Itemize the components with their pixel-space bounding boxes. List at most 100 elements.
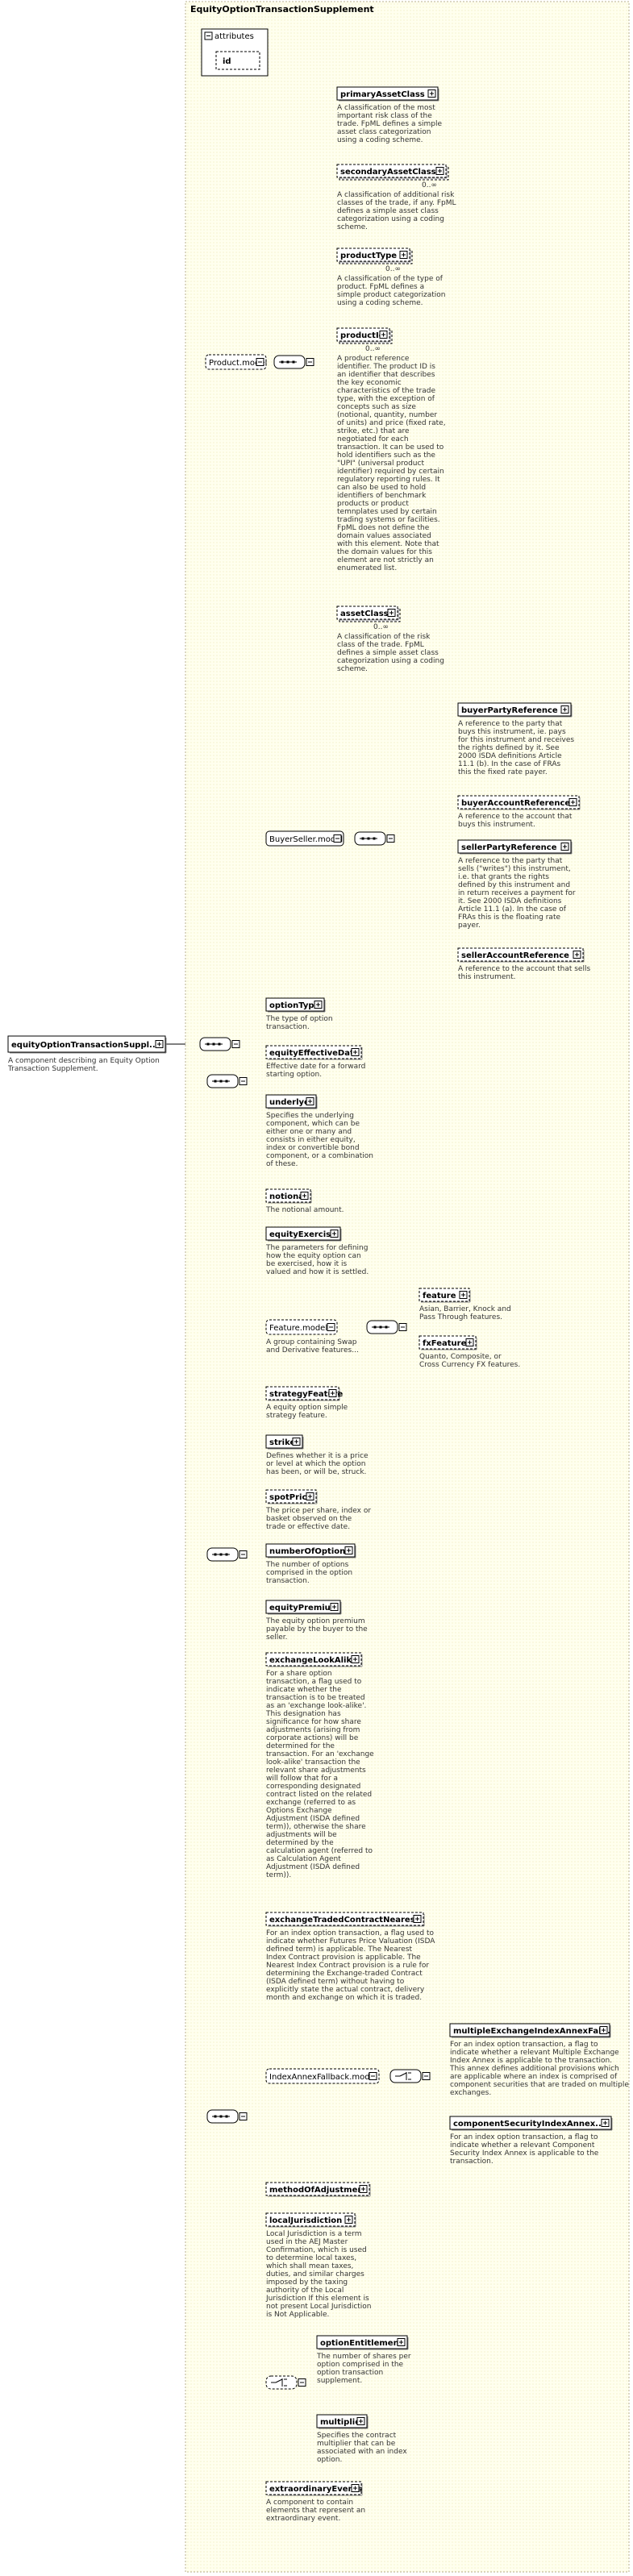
element-name: exchangeLookAlike: [269, 1656, 357, 1665]
element-box[interactable]: [265, 1600, 341, 1614]
element-name: multipleExchangeIndexAnnexFal...: [453, 2027, 610, 2036]
element-box[interactable]: [265, 2212, 356, 2227]
element-box[interactable]: [265, 2481, 362, 2495]
documentation-text: identifiers of benchmark: [337, 492, 427, 500]
element-box[interactable]: [265, 1226, 341, 1241]
element-name: notional: [269, 1192, 306, 1201]
element-box[interactable]: [457, 947, 584, 962]
documentation-text: Cross Currency FX features.: [419, 1361, 520, 1369]
documentation-text: Defines whether it is a price: [266, 1452, 369, 1460]
element-box[interactable]: [336, 327, 390, 342]
documentation-text: A reference to the account that: [458, 813, 573, 821]
documentation-text: Local Jurisdiction is a term: [266, 2230, 362, 2238]
group-box[interactable]: [205, 354, 267, 370]
documentation-text: product. FpML defines a: [337, 283, 424, 291]
documentation-text: transaction. It can be used to: [337, 443, 444, 452]
documentation-text: Specifies the underlying: [266, 1112, 354, 1120]
choice-compositor[interactable]: [389, 2069, 422, 2083]
documentation-text: indicate whether the: [266, 1686, 342, 1694]
group-box[interactable]: [265, 2068, 380, 2084]
attribute-name: id: [223, 57, 231, 66]
element-box[interactable]: [449, 2116, 612, 2130]
element-name: optionEntitlement: [320, 2339, 403, 2348]
documentation-text: determined for the: [266, 1742, 335, 1750]
group-name: Feature.model: [269, 1324, 327, 1333]
attribute-box[interactable]: [215, 51, 260, 70]
documentation-text: the key economic: [337, 379, 402, 387]
element-box[interactable]: [316, 2414, 368, 2428]
documentation-text: A classification of additional risk: [337, 191, 455, 199]
documentation-text: associated with an index: [317, 2448, 407, 2456]
documentation-text: enumerated list.: [337, 564, 397, 572]
element-box[interactable]: [419, 1335, 477, 1350]
element-box[interactable]: [457, 839, 572, 854]
element-box[interactable]: [265, 1543, 356, 1558]
element-name: equityPremium: [269, 1604, 339, 1613]
element-box[interactable]: [265, 1094, 317, 1109]
documentation-text: relevant share adjustments: [266, 1767, 366, 1775]
documentation-text: used in the AEJ Master: [266, 2238, 348, 2246]
element-name: sellerPartyReference: [461, 843, 557, 852]
documentation-text: buys this instrument, ie. pays: [458, 728, 566, 736]
element-box[interactable]: [419, 1288, 470, 1302]
element-box[interactable]: [265, 2182, 370, 2196]
documentation-text: concepts such as size: [337, 403, 416, 411]
documentation-text: The equity option premium: [265, 1617, 365, 1625]
element-box[interactable]: [336, 606, 398, 620]
documentation-text: with this element. Note that: [337, 540, 439, 548]
documentation-text: of these.: [266, 1160, 298, 1168]
element-box[interactable]: [265, 1045, 362, 1059]
documentation-text: asset class categorization: [337, 128, 431, 136]
documentation-text: significance for how share: [266, 1718, 361, 1726]
documentation-text: to determine local taxes,: [266, 2254, 356, 2262]
documentation-text: important risk class of the: [337, 112, 432, 120]
documentation-text: starting option.: [266, 1071, 322, 1079]
documentation-text: this the fixed rate payer.: [458, 768, 548, 776]
element-box[interactable]: [265, 1912, 424, 1926]
documentation-text: has been, or will be, struck.: [266, 1468, 366, 1476]
element-box[interactable]: [316, 2335, 408, 2349]
element-box[interactable]: [265, 1188, 311, 1203]
element-box[interactable]: [265, 1386, 339, 1400]
element-box[interactable]: [457, 795, 580, 809]
documentation-text: using a coding scheme.: [337, 136, 423, 144]
documentation-text: transaction, a flag used to: [266, 1678, 362, 1686]
documentation-text: A component to contain: [266, 2499, 353, 2507]
element-box[interactable]: [336, 86, 439, 101]
element-name: buyerAccountReference: [461, 799, 570, 808]
documentation-text: Pass Through features.: [419, 1313, 502, 1321]
element-name: methodOfAdjustment: [269, 2186, 367, 2195]
documentation-text: Article 11.1 (a). In the case of: [458, 905, 567, 913]
element-box[interactable]: [336, 164, 447, 178]
element-box[interactable]: [265, 997, 325, 1012]
documentation-text: multiplier that can be: [317, 2440, 396, 2448]
sequence-dot: [225, 1080, 228, 1083]
documentation-text: defined by this instrument and: [458, 881, 570, 889]
documentation-text: The type of option: [265, 1015, 333, 1023]
documentation-text: as an 'exchange look-alike'.: [266, 1702, 366, 1710]
documentation-text: negotiated for each: [337, 435, 409, 443]
element-box[interactable]: [7, 1035, 166, 1053]
sequence-dot: [361, 837, 364, 840]
group-box[interactable]: [265, 1319, 338, 1335]
documentation-text: A classification of the most: [337, 104, 435, 112]
element-box[interactable]: [449, 2023, 610, 2037]
documentation-text: Quanto, Composite, or: [419, 1353, 502, 1361]
group-box[interactable]: [265, 830, 344, 847]
element-box[interactable]: [457, 702, 572, 717]
documentation-text: transaction.: [450, 2158, 493, 2166]
choice-compositor[interactable]: [265, 2375, 298, 2390]
documentation-text: comprised in the option: [266, 1569, 352, 1577]
documentation-text: trade. FpML defines a simple: [337, 120, 443, 128]
element-box[interactable]: [265, 1489, 317, 1504]
sequence-dot: [379, 1325, 382, 1329]
documentation-text: be exercised, how it is: [266, 1260, 348, 1268]
element-box[interactable]: [265, 1652, 362, 1667]
documentation-text: corresponding designated: [266, 1783, 360, 1791]
documentation-text: it. See 2000 ISDA definitions: [458, 897, 562, 905]
documentation-text: look-alike' transaction the: [266, 1758, 360, 1767]
element-box[interactable]: [336, 248, 410, 262]
documentation-text: type, with the exception of: [337, 395, 435, 403]
documentation-text: either one or many and: [266, 1128, 352, 1136]
